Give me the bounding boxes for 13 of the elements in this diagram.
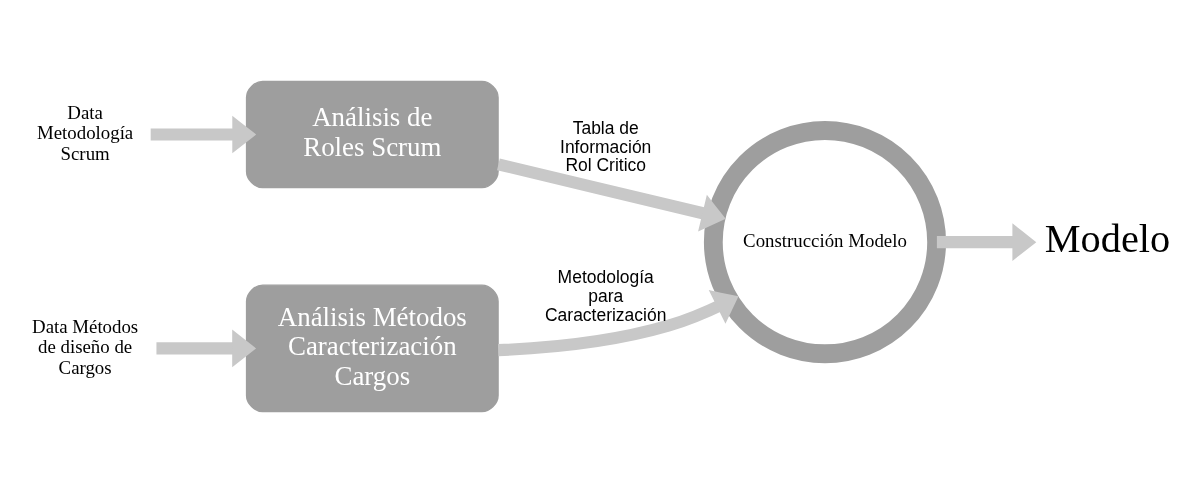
node-text: Data Metodología Scrum (37, 102, 134, 164)
node-circle: Construcción Modelo (703, 121, 947, 364)
arrow (936, 223, 1037, 261)
node-box: Análisis de Roles Scrum (245, 80, 499, 189)
arrow (497, 290, 739, 357)
node-box: Análisis Métodos Caracterización Cargos (245, 284, 499, 413)
arrow (497, 158, 726, 232)
arrow (156, 329, 257, 368)
node-text: Modelo (1044, 216, 1171, 262)
arrow (150, 115, 257, 154)
edge-label: Metodología para Caracterización (545, 267, 667, 325)
node-text: Data Métodos de diseño de Cargos (32, 316, 139, 378)
edge-label: Tabla de Información Rol Critico (560, 117, 652, 176)
